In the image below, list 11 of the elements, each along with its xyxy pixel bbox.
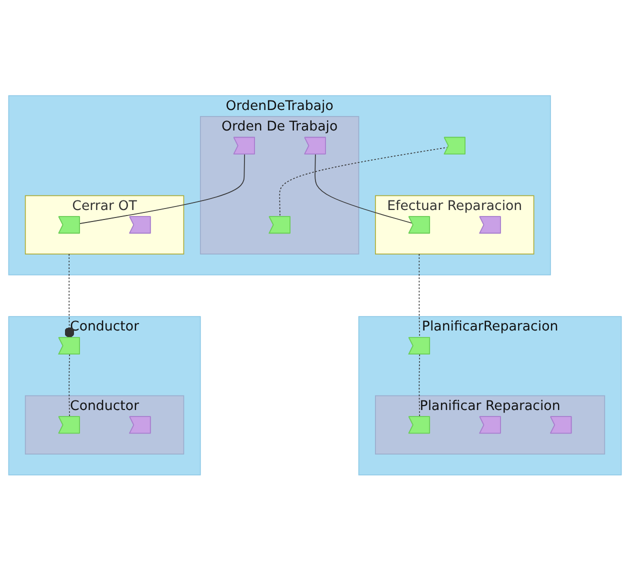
connector bbox=[68, 354, 70, 418]
cluster: Efectuar Reparacion bbox=[375, 195, 534, 255]
cluster: Cerrar OT bbox=[24, 195, 184, 255]
connector bbox=[80, 154, 245, 224]
cluster: Conductor bbox=[24, 396, 184, 455]
cluster: Orden De Trabajo bbox=[200, 116, 360, 255]
connector bbox=[418, 354, 420, 418]
connector bbox=[418, 254, 420, 338]
cluster: Planificar Reparacion bbox=[375, 396, 606, 455]
connector bbox=[314, 154, 413, 224]
connector bbox=[64, 254, 74, 338]
